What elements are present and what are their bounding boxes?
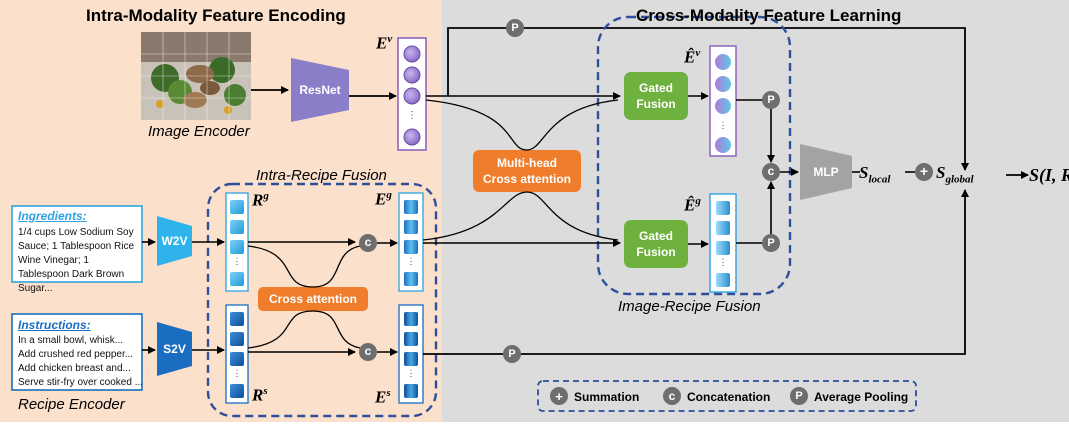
- ev-hat-label: Êv: [684, 47, 701, 67]
- image-recipe-fusion-region: [596, 15, 792, 296]
- image-recipe-fusion-caption: Image-Recipe Fusion: [618, 298, 761, 315]
- rg-label: Rg: [252, 190, 269, 210]
- instruction-line: In a small bowl, whisk...: [18, 335, 124, 346]
- svg-text:⋮: ⋮: [407, 256, 416, 266]
- ev-column: ⋮: [397, 37, 427, 151]
- right-panel-bg: [442, 0, 1069, 422]
- legend-pool-label: Average Pooling: [814, 390, 909, 404]
- pool-top-symbol: [506, 19, 524, 37]
- pool-upper-label: P: [767, 94, 775, 106]
- mh-curve-from-ev: [425, 99, 528, 151]
- gated-fusion-lower: [624, 220, 688, 268]
- ingredients-header: Ingredients:: [18, 209, 87, 223]
- gated-upper-label-1: Gated: [638, 81, 673, 95]
- eg-column: ⋮: [398, 192, 424, 292]
- mh-curve-to-upper: [526, 99, 619, 151]
- gated-fusion-upper: [624, 72, 688, 120]
- ingredients-text: 1/4 cups Low Sodium Soy Sauce; 1 Tablesp…: [18, 227, 135, 294]
- ev-global-path: [447, 27, 969, 171]
- legend-pool-glyph: P: [795, 390, 803, 402]
- instruction-line: Add chicken breast and...: [18, 363, 131, 374]
- s-local-label: Slocal: [859, 163, 891, 186]
- concat-fusion-label: c: [767, 164, 775, 178]
- instructions-header: Instructions:: [18, 318, 91, 332]
- svg-text:⋮: ⋮: [233, 368, 242, 378]
- cross-attention-block: [258, 287, 368, 311]
- legend-box: [537, 380, 917, 412]
- left-panel-title: Intra-Modality Feature Encoding: [86, 6, 346, 25]
- s-global-label: Sglobal: [936, 163, 974, 186]
- output-label: S(I, R): [1029, 165, 1069, 185]
- intra-recipe-fusion-caption: Intra-Recipe Fusion: [256, 167, 387, 184]
- concat-s-symbol: [359, 343, 377, 361]
- multihead-label-2: Cross attention: [482, 172, 571, 186]
- es-column: ⋮: [398, 304, 424, 404]
- svg-text:⋮: ⋮: [233, 256, 242, 266]
- legend-concat-symbol: [663, 387, 681, 405]
- concat-g-label: c: [364, 235, 372, 249]
- pool-lower-label: P: [767, 237, 775, 249]
- gated-lower-label-1: Gated: [638, 229, 673, 243]
- intra-recipe-fusion-region: [206, 182, 438, 418]
- eg-label: Eg: [375, 189, 392, 209]
- sum-symbol: [915, 163, 933, 181]
- resnet-label: ResNet: [299, 83, 341, 97]
- multihead-attention-block: [473, 150, 581, 192]
- pool-upper-symbol: [762, 91, 780, 109]
- pool-bottom-symbol: [503, 345, 521, 363]
- ingredients-box: [11, 205, 143, 283]
- resnet-block: [291, 58, 349, 122]
- pool-top-label: P: [511, 22, 519, 34]
- concat-g-symbol: [359, 234, 377, 252]
- mlp-block: [800, 144, 852, 200]
- rs-column: ⋮: [225, 304, 249, 404]
- rg-column: ⋮: [225, 192, 249, 292]
- w2v-label: W2V: [161, 234, 188, 248]
- concat-s-label: c: [364, 344, 372, 358]
- pool-bottom-label: P: [508, 348, 516, 360]
- legend-pool-symbol: [790, 387, 808, 405]
- sum-label: +: [919, 163, 929, 179]
- svg-text:⋮: ⋮: [407, 110, 417, 121]
- ev-hat-column: ⋮: [709, 45, 737, 157]
- svg-text:⋮: ⋮: [719, 120, 728, 130]
- instructions-box: [11, 313, 143, 391]
- cross-attn-curve-up: [247, 245, 361, 288]
- s2v-block: [157, 322, 192, 376]
- gated-upper-label-2: Fusion: [636, 97, 676, 111]
- food-image: [141, 32, 251, 120]
- rs-label: Rs: [252, 385, 268, 405]
- mh-curve-from-eg: [422, 191, 528, 241]
- recipe-encoder-caption: Recipe Encoder: [18, 396, 125, 413]
- cross-attn-curve-down: [247, 310, 361, 349]
- svg-text:⋮: ⋮: [719, 257, 728, 267]
- instructions-lines: In a small bowl, whisk... Add crushed re…: [18, 334, 148, 390]
- gated-lower-label-2: Fusion: [636, 245, 676, 259]
- instruction-line: Add crushed red pepper...: [18, 349, 134, 360]
- concat-fusion-symbol: [762, 163, 780, 181]
- mh-curve-to-lower: [526, 191, 619, 241]
- mlp-label: MLP: [813, 165, 839, 179]
- ev-label: Ev: [376, 33, 393, 53]
- eg-hat-label: Êg: [684, 195, 701, 215]
- s2v-label: S2V: [163, 342, 186, 356]
- svg-text:⋮: ⋮: [407, 368, 416, 378]
- right-panel-title: Cross-Modality Feature Learning: [636, 6, 902, 25]
- es-label: Es: [375, 387, 391, 407]
- legend-sum-glyph: +: [555, 389, 563, 404]
- legend-concat-glyph: c: [668, 389, 676, 403]
- multihead-label-1: Multi-head: [497, 156, 557, 170]
- cross-attention-label: Cross attention: [268, 292, 357, 306]
- instruction-line: Serve stir-fry over cooked ...: [18, 377, 144, 388]
- eg-hat-column: ⋮: [709, 193, 737, 293]
- legend-concat-label: Concatenation: [687, 390, 771, 404]
- image-encoder-caption: Image Encoder: [148, 123, 250, 140]
- legend-sum-label: Summation: [574, 390, 640, 404]
- w2v-block: [157, 216, 192, 266]
- pool-lower-symbol: [762, 234, 780, 252]
- es-global-path: [423, 189, 969, 355]
- legend-sum-symbol: [550, 387, 568, 405]
